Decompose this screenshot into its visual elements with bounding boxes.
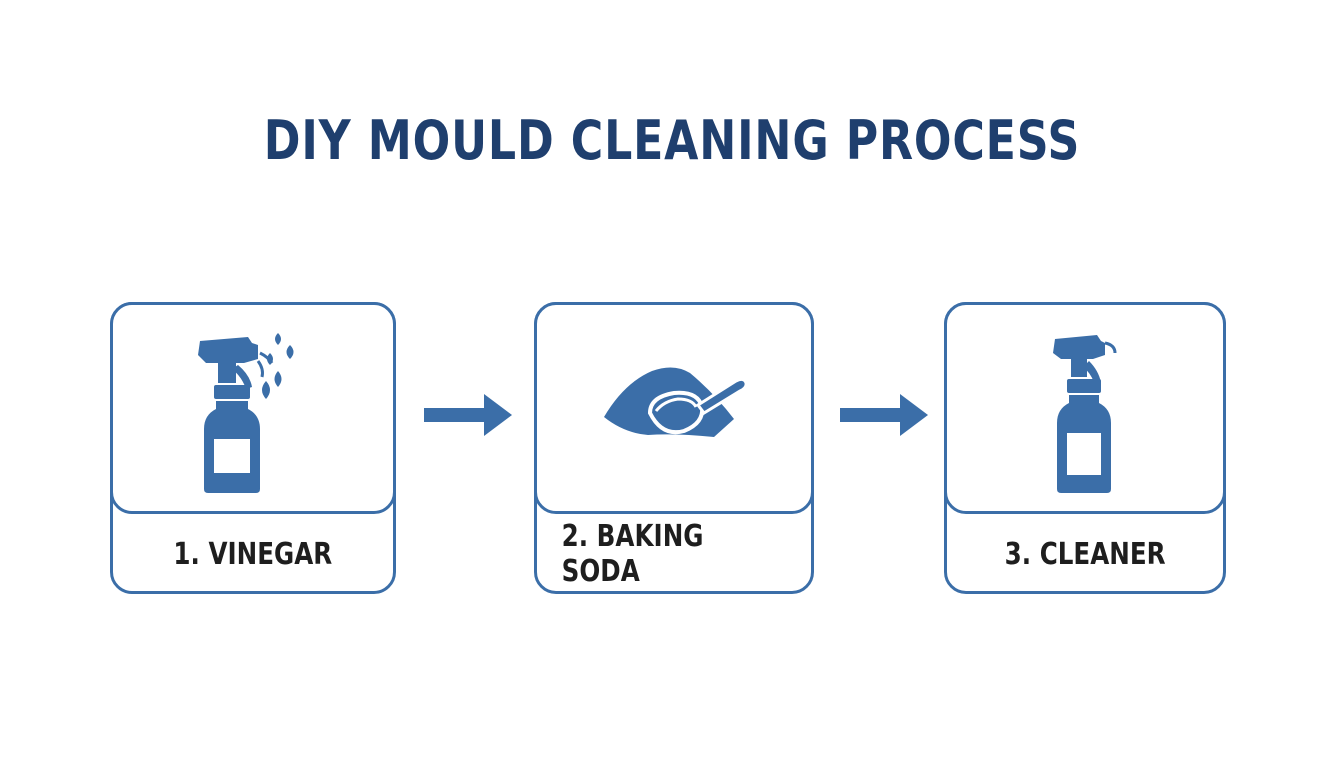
step-icon-panel [110, 302, 396, 514]
step-label: 3. CLEANER [1004, 536, 1166, 572]
step-icon-panel [944, 302, 1226, 514]
step-label: 1. VINEGAR [173, 536, 333, 572]
spray-bottle-icon [198, 333, 294, 493]
cleaner-bottle-icon [1053, 335, 1117, 493]
arrow-right-icon [840, 394, 928, 436]
step-icon-panel [534, 302, 814, 514]
step-card-vinegar: 1. VINEGAR [110, 302, 396, 594]
step-card-cleaner: 3. CLEANER [944, 302, 1226, 594]
step-card-baking-soda: 2. BAKING SODA [534, 302, 814, 594]
baking-soda-scoop-icon [604, 367, 748, 437]
page-title: DIY MOULD CLEANING PROCESS [263, 109, 1081, 172]
step-label: 2. BAKING SODA [561, 519, 704, 589]
arrow-right-icon [424, 394, 512, 436]
